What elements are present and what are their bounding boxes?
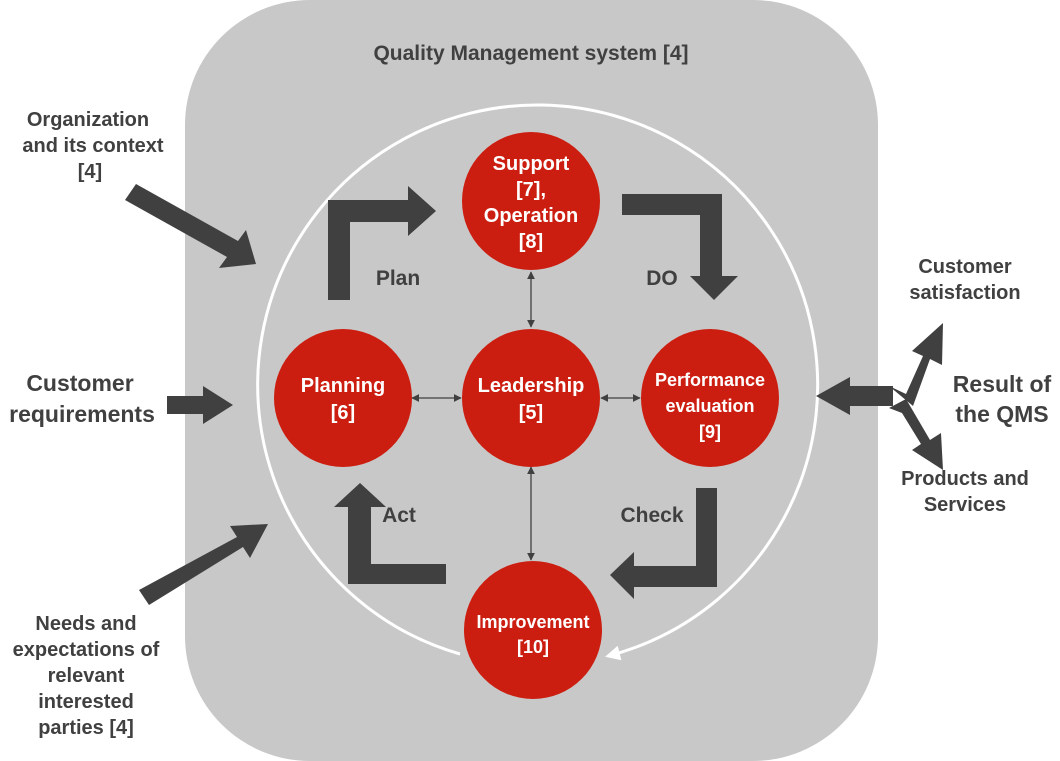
- org-context-arrow: [125, 184, 256, 268]
- customer-requirements-label: Customer requirements: [9, 370, 155, 427]
- customer-requirements-arrow: [167, 386, 233, 424]
- products-services-arrow: [889, 399, 943, 470]
- svg-text:Planning: Planning: [301, 375, 385, 397]
- svg-text:Performance: Performance: [655, 370, 765, 390]
- svg-text:[9]: [9]: [699, 422, 721, 442]
- svg-text:Support: Support: [493, 153, 570, 175]
- svg-text:the QMS: the QMS: [955, 401, 1048, 427]
- node-improvement: Improvement [10]: [464, 561, 602, 699]
- qms-ring: [256, 103, 820, 661]
- svg-text:Services: Services: [924, 494, 1006, 516]
- svg-text:Operation: Operation: [484, 205, 578, 227]
- result-arrow: [816, 377, 893, 415]
- svg-text:Customer: Customer: [26, 370, 133, 396]
- needs-expectations-arrow: [139, 524, 268, 605]
- svg-text:expectations of: expectations of: [13, 639, 160, 661]
- svg-text:parties [4]: parties [4]: [38, 717, 134, 739]
- node-leadership: Leadership [5]: [462, 329, 600, 467]
- svg-text:satisfaction: satisfaction: [909, 282, 1020, 304]
- needs-expectations-label: Needs and expectations of relevant inter…: [13, 613, 160, 739]
- svg-text:interested: interested: [38, 691, 134, 713]
- node-performance: Performance evaluation [9]: [641, 329, 779, 467]
- svg-text:[5]: [5]: [519, 402, 543, 424]
- plan-arrow: [328, 186, 436, 300]
- customer-satisfaction-label: Customer satisfaction: [909, 256, 1020, 304]
- svg-text:and its context: and its context: [22, 135, 163, 157]
- svg-text:Improvement: Improvement: [476, 612, 589, 632]
- svg-text:[10]: [10]: [517, 637, 549, 657]
- svg-text:Organization: Organization: [27, 109, 149, 131]
- svg-text:relevant: relevant: [48, 665, 125, 687]
- org-context-label: Organization and its context [4]: [22, 109, 163, 183]
- svg-text:requirements: requirements: [9, 401, 155, 427]
- svg-text:Leadership: Leadership: [478, 375, 585, 397]
- plan-label: Plan: [376, 267, 420, 290]
- check-arrow: [610, 488, 717, 599]
- node-planning: Planning [6]: [274, 329, 412, 467]
- svg-text:Result of: Result of: [953, 371, 1052, 397]
- svg-text:[4]: [4]: [78, 161, 102, 183]
- node-support: Support [7], Operation [8]: [462, 132, 600, 270]
- act-label: Act: [382, 504, 416, 527]
- svg-text:Needs and: Needs and: [35, 613, 136, 635]
- act-arrow: [334, 483, 446, 584]
- svg-text:Customer: Customer: [918, 256, 1012, 278]
- customer-satisfaction-arrow: [889, 323, 943, 406]
- svg-text:[6]: [6]: [331, 402, 355, 424]
- svg-text:[7],: [7],: [516, 179, 546, 201]
- qms-title: Quality Management system [4]: [373, 42, 688, 65]
- products-services-label: Products and Services: [901, 468, 1029, 516]
- do-arrow: [622, 194, 738, 300]
- svg-text:Products and: Products and: [901, 468, 1029, 490]
- result-label: Result of the QMS: [953, 371, 1052, 427]
- svg-text:evaluation: evaluation: [665, 396, 754, 416]
- do-label: DO: [646, 267, 678, 290]
- check-label: Check: [620, 504, 683, 527]
- svg-text:[8]: [8]: [519, 231, 543, 253]
